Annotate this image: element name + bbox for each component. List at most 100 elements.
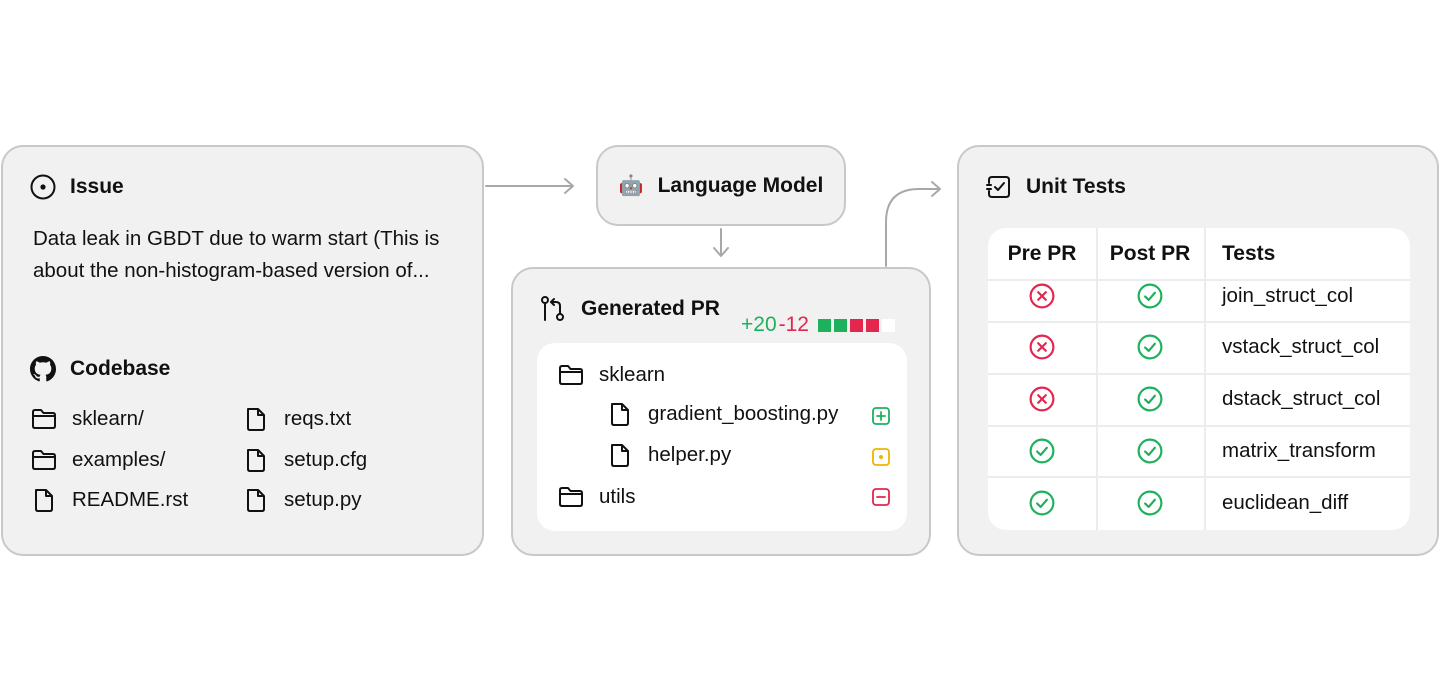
- file-icon: [611, 403, 629, 426]
- deletions-count: -12: [778, 313, 809, 336]
- pass-check-icon: [1137, 386, 1163, 412]
- additions-count: +20: [741, 313, 777, 336]
- file-item-reqs[interactable]: reqs.txt: [243, 406, 351, 432]
- file-icon: [611, 444, 629, 467]
- pass-check-icon: [1137, 490, 1163, 516]
- pr-title: Generated PR: [581, 297, 720, 320]
- checklist-icon: [986, 176, 1010, 198]
- tree-label: utils: [599, 485, 636, 508]
- tree-label: sklearn: [599, 363, 666, 386]
- test-name: matrix_transform: [1222, 438, 1376, 462]
- test-name: vstack_struct_col: [1222, 335, 1380, 359]
- pre-pr-status: [988, 425, 1096, 476]
- fail-x-icon: [1029, 283, 1055, 308]
- folder-icon: [32, 409, 56, 429]
- post-pr-status: [1096, 270, 1204, 321]
- table-row: vstack_struct_col: [988, 322, 1410, 375]
- diff-block-del: [849, 318, 863, 332]
- issue-circle-icon: [30, 174, 56, 200]
- column-divider: [1204, 228, 1206, 530]
- robot-icon: 🤖: [618, 175, 644, 197]
- file-item-setup-cfg[interactable]: setup.cfg: [243, 447, 367, 473]
- file-item-setup-py[interactable]: setup.py: [243, 487, 362, 513]
- tree-label: helper.py: [648, 443, 732, 466]
- diff-block-del: [865, 318, 879, 332]
- pre-pr-status: [988, 270, 1096, 321]
- language-model-label: Language Model: [657, 173, 824, 197]
- file-item-examples[interactable]: examples/: [31, 448, 165, 472]
- diff-block-add: [817, 318, 831, 332]
- pass-check-icon: [1137, 334, 1163, 360]
- tree-file-helper[interactable]: helper.py: [607, 442, 731, 468]
- pass-check-icon: [1137, 438, 1163, 464]
- removed-square-icon: [872, 488, 890, 506]
- table-row: join_struct_col: [988, 270, 1410, 323]
- file-label: setup.cfg: [284, 448, 368, 471]
- table-row: euclidean_diff: [988, 477, 1410, 528]
- pass-check-icon: [1029, 438, 1055, 464]
- diff-blocks: [817, 318, 898, 332]
- pass-check-icon: [1029, 490, 1055, 516]
- file-label: reqs.txt: [284, 407, 352, 430]
- fail-x-icon: [1029, 334, 1055, 360]
- file-item-readme[interactable]: README.rst: [31, 487, 188, 513]
- modified-square-icon: [872, 448, 890, 466]
- post-pr-status: [1096, 425, 1204, 476]
- file-icon: [35, 489, 53, 512]
- codebase-header: Codebase: [30, 356, 170, 382]
- unit-tests-title: Unit Tests: [1026, 175, 1126, 198]
- pull-request-icon: [541, 296, 564, 321]
- issue-panel: Issue Data leak in GBDT due to warm star…: [1, 145, 484, 556]
- unit-tests-panel: Unit Tests Pre PR Post PR Tests join_str…: [957, 145, 1439, 556]
- table-header-row: Pre PR Post PR Tests: [988, 228, 1410, 281]
- added-square-icon: [872, 407, 890, 425]
- tree-label: gradient_boosting.py: [648, 402, 839, 425]
- pre-pr-status: [988, 322, 1096, 373]
- pre-pr-status: [988, 374, 1096, 425]
- issue-title: Issue: [70, 175, 124, 198]
- generated-pr-panel: Generated PR +20 -12 sklearn gradient_bo…: [511, 267, 931, 556]
- tree-file-gradient-boosting[interactable]: gradient_boosting.py: [607, 401, 838, 427]
- file-icon: [247, 408, 265, 431]
- file-label: sklearn/: [72, 407, 144, 430]
- issue-header: Issue: [30, 174, 124, 200]
- test-name: euclidean_diff: [1222, 490, 1349, 514]
- codebase-title: Codebase: [70, 357, 171, 380]
- file-item-sklearn[interactable]: sklearn/: [31, 407, 144, 431]
- test-name: dstack_struct_col: [1222, 387, 1381, 411]
- table-row: dstack_struct_col: [988, 374, 1410, 427]
- file-label: setup.py: [284, 488, 362, 511]
- diff-block-neutral: [881, 318, 895, 332]
- pr-header: Generated PR: [539, 295, 720, 323]
- file-icon: [247, 449, 265, 472]
- post-pr-status: [1096, 477, 1204, 528]
- tree-folder-utils[interactable]: utils: [558, 485, 635, 509]
- header-pre-pr: Pre PR: [1007, 241, 1077, 265]
- column-divider: [1096, 228, 1098, 530]
- folder-icon: [559, 365, 583, 385]
- folder-icon: [559, 487, 583, 507]
- post-pr-status: [1096, 374, 1204, 425]
- table-row: matrix_transform: [988, 425, 1410, 479]
- test-name: join_struct_col: [1222, 283, 1354, 307]
- file-label: README.rst: [72, 488, 189, 511]
- folder-icon: [32, 450, 56, 470]
- github-icon: [30, 356, 56, 382]
- file-icon: [247, 489, 265, 512]
- tree-folder-sklearn[interactable]: sklearn: [558, 363, 665, 387]
- diff-block-add: [833, 318, 847, 332]
- file-label: examples/: [72, 448, 166, 471]
- post-pr-status: [1096, 322, 1204, 373]
- unit-tests-header: Unit Tests: [986, 174, 1126, 200]
- pre-pr-status: [988, 477, 1096, 528]
- pr-file-tree: sklearn gradient_boosting.py helper.py u…: [537, 343, 907, 531]
- pass-check-icon: [1137, 283, 1163, 308]
- issue-description: Data leak in GBDT due to warm start (Thi…: [33, 227, 440, 282]
- header-post-pr: Post PR: [1109, 241, 1191, 265]
- pr-diff-stats: +20 -12: [741, 313, 898, 337]
- fail-x-icon: [1029, 386, 1055, 412]
- header-tests: Tests: [1222, 241, 1276, 265]
